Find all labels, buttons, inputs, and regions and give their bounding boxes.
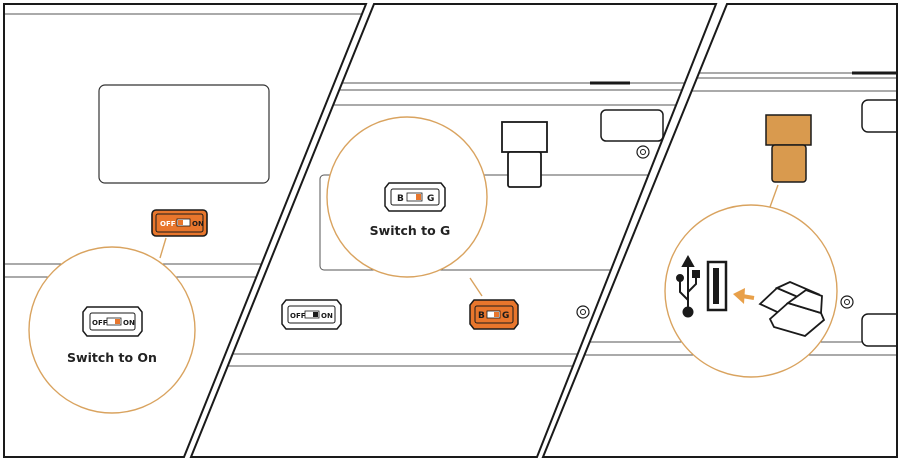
screw-icon [577,306,589,318]
callout-label-switch-g: Switch to G [370,223,451,238]
closeup-left-label: B [397,194,404,204]
callout-label-switch-on: Switch to On [67,350,157,365]
panel-3 [543,4,901,457]
switch-on-closeup: OFF ON [83,307,142,336]
screw-icon [637,146,649,158]
mode-switch-left-label: B [478,311,485,321]
usb-port-icon [708,262,726,310]
device-switch-off-label: OFF [290,312,306,320]
device-switch-on-label: ON [192,220,204,228]
mode-switch-right-label: G [502,311,509,321]
device-switch-on-label: ON [321,312,333,320]
callout-switch-g: B G Switch to G [327,117,487,296]
panel-1: OFF ON OFF ON Switch to On [4,4,366,457]
usb-connector-icon [502,122,547,187]
device-slot [862,100,901,132]
panel-2: OFF ON B G B [191,4,716,457]
closeup-right-label: G [427,194,434,204]
device-slot [862,314,901,346]
usb-receiver-dongle-icon [766,115,811,182]
mode-switch: B G [470,300,518,329]
closeup-on-label: ON [123,319,135,327]
device-slot [601,110,663,141]
screw-icon [841,296,853,308]
device-switch-off-label: OFF [160,220,176,228]
callout-usb-insert [665,185,837,377]
switch-g-closeup: B G [385,183,445,211]
closeup-off-label: OFF [92,319,108,327]
device-panel-recess [99,85,269,183]
device-power-switch: OFF ON [152,210,207,236]
device-power-switch: OFF ON [282,300,341,329]
